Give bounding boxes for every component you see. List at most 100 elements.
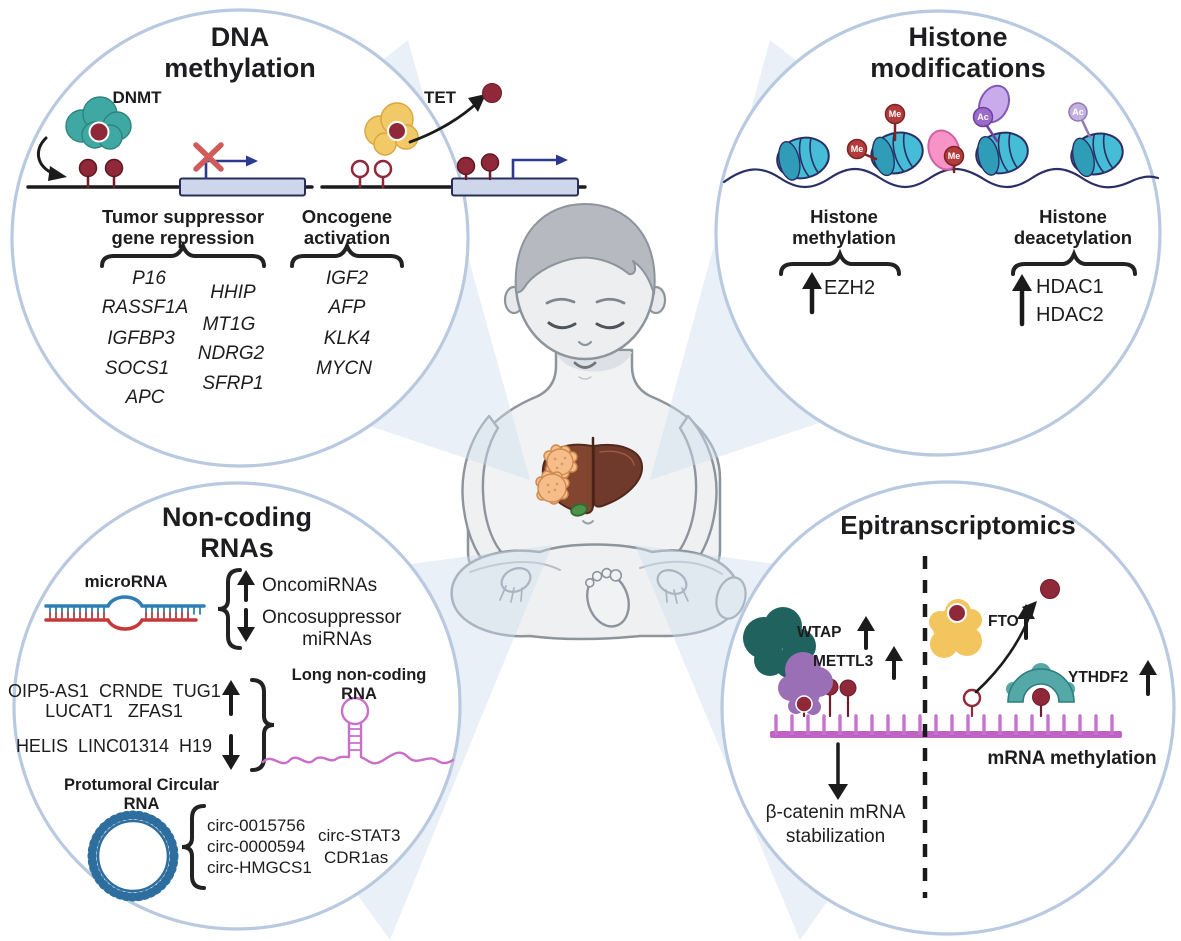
brace-mirna (217, 568, 242, 650)
gene-item: MT1G (202, 314, 256, 335)
gene-item: IGFBP3 (107, 328, 175, 349)
title-line: modifications (870, 53, 1046, 84)
dna-methylation-graphics (26, 83, 587, 268)
brace-tumor-suppressor (100, 240, 266, 268)
oncomirnas-label: OncomiRNAs (262, 575, 378, 596)
heading-line: Protumoral Circular (64, 776, 219, 794)
gene-item: MYCN (316, 358, 372, 379)
methyl-mark-icon (387, 121, 407, 141)
removed-methyl-icon (1040, 579, 1060, 599)
gallbladder (570, 503, 588, 517)
down-arrow-icon (828, 784, 848, 800)
me-mark-icon (943, 145, 965, 167)
m6a-mark-icon (947, 603, 967, 623)
unmethylated-mark-icon (373, 159, 393, 179)
lncrna-up-genes-line1: OIP5-AS1 CRNDE TUG1 (8, 681, 221, 701)
heading-line: Oncogene (301, 206, 393, 227)
up-arrow-icon (857, 616, 875, 631)
epitranscriptomics-graphics (743, 556, 1157, 898)
heading-line: methylation (792, 227, 896, 249)
gene-item: AFP (328, 297, 366, 318)
mettl3-label: METTL3 (813, 653, 874, 670)
ac-label: Ac (977, 112, 989, 122)
mettl3-blob (778, 652, 833, 715)
methyl-mark-icon (104, 158, 124, 178)
circrna-item: CDR1as (324, 848, 389, 867)
up-arrow-icon (1012, 274, 1032, 291)
me-label: Me (851, 144, 864, 154)
gene-item: IGF2 (325, 268, 369, 289)
mrna-backbone (770, 731, 1122, 738)
heading-line: Histone (1039, 206, 1107, 227)
promoter-arrow-active (511, 158, 558, 180)
m6a-mark-icon (839, 679, 857, 697)
lncrna-hairpin-loop (340, 696, 370, 726)
tet-label: TET (423, 88, 457, 107)
brace-histone-deacetylation (1011, 248, 1137, 276)
circrna-spikes (87, 810, 179, 902)
title-line: Histone (908, 22, 1008, 52)
ac-label: Ac (1072, 107, 1084, 117)
beta-catenin-label-line1: β-catenin mRNA (765, 802, 906, 823)
up-arrow-icon (1139, 660, 1157, 675)
methyl-mark-icon (456, 156, 476, 176)
brace-lncrna (250, 678, 275, 772)
down-arrow-icon (237, 627, 255, 642)
gene-item: HHIP (210, 282, 256, 303)
gene-item: RASSF1A (101, 297, 189, 318)
me-label: Me (948, 151, 961, 161)
up-arrow-icon (802, 272, 822, 289)
tumor-mass (535, 444, 578, 505)
gene-box-active (451, 177, 579, 197)
gene-item: NDRG2 (197, 343, 265, 364)
heading-line: Histone (810, 206, 878, 227)
baby-hands (499, 567, 689, 604)
red-x-icon (193, 142, 224, 172)
heading-line: Tumor suppressor (101, 206, 265, 227)
fto-label: FTO (988, 613, 1019, 630)
brace-oncogene (290, 240, 404, 268)
up-arrow-icon (237, 570, 255, 585)
brace-circrna (181, 804, 206, 890)
mrna-methylation-label: mRNA methylation (987, 748, 1157, 769)
removed-methyl-icon (482, 83, 502, 103)
gene-item: SFRP1 (202, 373, 264, 394)
nucleosomes (776, 131, 1124, 181)
circrna-circle (96, 819, 170, 893)
me-label: Me (889, 109, 902, 119)
hdac2-label: HDAC2 (1036, 304, 1104, 326)
title-line: RNAs (200, 533, 274, 564)
mirna-duplex-bottom-strand (44, 618, 198, 631)
down-arrow-icon (222, 755, 240, 770)
demethylated-mark-icon (962, 688, 982, 708)
title-line: methylation (164, 53, 316, 84)
baby-illustration (450, 203, 747, 641)
ncrna-graphics (44, 568, 455, 902)
oncosuppressor-label: Oncosuppressor (262, 607, 402, 628)
ythdf2-label: YTHDF2 (1068, 669, 1129, 686)
m6a-mark-icon (795, 695, 813, 713)
me-mark-icon (884, 103, 906, 125)
m6a-mark-icon (1032, 688, 1050, 706)
brace-histone-methylation (779, 248, 901, 276)
baby-foot (584, 567, 630, 628)
methyl-mark-icon (78, 158, 98, 178)
heading-line: gene repression (111, 227, 255, 249)
unmethylated-mark-icon (350, 159, 370, 179)
gene-item: KLK4 (323, 328, 371, 349)
title-line: Non-coding (162, 502, 312, 532)
demethylation-arrow (408, 100, 480, 144)
gene-item: APC (125, 387, 165, 408)
up-arrow-icon (1017, 604, 1035, 619)
circrna-item: circ-HMGCS1 (207, 858, 312, 877)
wtap-label: WTAP (797, 624, 842, 641)
circrna-item: circ-0015756 (207, 816, 306, 835)
histone-graphics: Me Me Me Ac Ac (722, 84, 1160, 327)
